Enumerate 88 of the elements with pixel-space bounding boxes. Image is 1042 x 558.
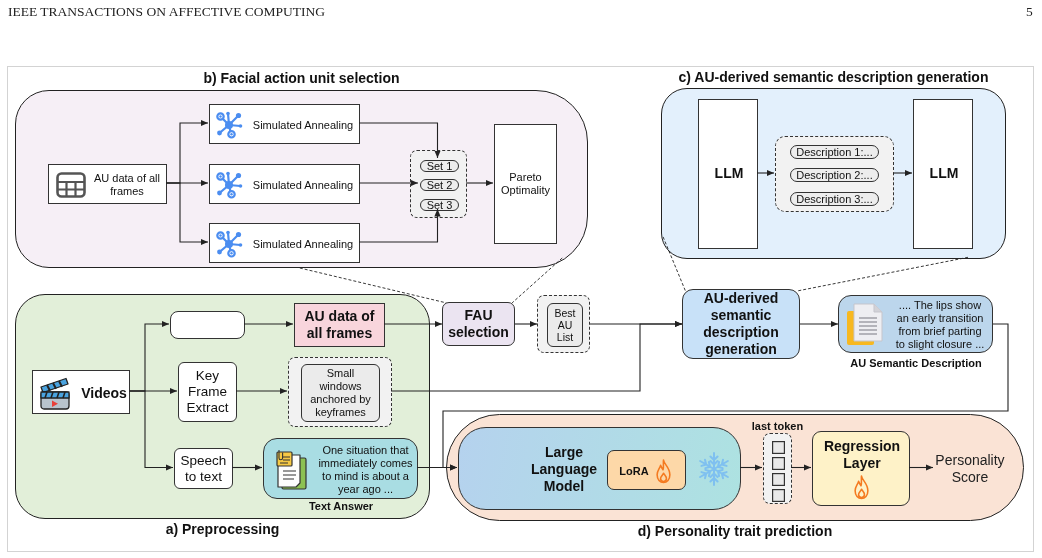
arrow [165,182,209,246]
arrow [358,122,441,159]
arrow [756,169,775,177]
node-label: Small windows anchored by keyframes [309,367,372,419]
node-label: Set 2 [426,179,453,191]
node-label: Videos [81,384,127,402]
dashed-connector [299,267,447,304]
list-box [547,303,583,347]
model-box [698,99,758,249]
node-label: LLM [714,164,744,182]
description-pill [790,192,879,206]
text-answer-card [263,438,418,499]
dashed-connector [796,256,969,292]
model-panel [458,427,741,510]
process-box [209,164,360,204]
arrow [358,208,441,243]
description-pill [790,145,879,159]
arrow [799,320,839,328]
arrow [243,320,294,328]
node-label: Best AU List [553,307,577,343]
set-pill [420,160,459,172]
node-label: AU data of all frames [303,308,376,342]
arrow [908,464,934,471]
section-title: a) Preprocessing [165,521,280,537]
node-label: Text Answer [308,500,374,513]
arrow [892,169,913,177]
node-label: AU data of all frames [92,172,161,198]
output-label: Personality Score [934,450,1006,487]
page-number: 5 [1026,4,1033,20]
model-box [913,99,973,249]
dashed-group [288,357,392,427]
node-label: Pareto Optimality [500,171,551,197]
dashed-group [410,150,467,218]
dashed-connector [511,257,563,304]
process-box [682,289,800,359]
dashed-connector [662,236,686,292]
node-label: Description 3:... [796,193,873,205]
arrow [231,464,263,471]
node-label: Simulated Annealing [252,237,354,251]
node-label: Description 2:... [796,169,873,181]
node-label: Key Frame Extract [185,368,230,416]
arrow [739,464,763,471]
section-title: c) AU-derived semantic description generation [678,69,989,85]
node-label: Speech to text [179,452,228,485]
window-box [301,364,380,422]
node-label: .... The lips show an early transition from brief parting to slight closure ... [894,299,986,351]
node-label: FAU selection [447,307,510,341]
regression-box [812,431,910,506]
data-box [294,303,385,347]
group-title: last token [751,419,804,433]
arrow [235,387,288,395]
arrow [358,179,419,187]
dashed-group [537,295,590,353]
running-header: IEEE TRANSACTIONS ON AFFECTIVE COMPUTING [8,4,325,20]
node-label: Simulated Annealing [252,118,354,132]
arrow [390,320,683,392]
arrow [128,390,174,471]
process-box [209,223,360,263]
node-label: Simulated Annealing [252,178,354,192]
set-pill [420,199,459,211]
arrow [416,464,458,471]
set-pill [420,179,459,191]
node-label: Set 3 [426,199,453,211]
node-label: LLM [929,164,959,182]
node-label: Regression Layer [822,438,902,472]
dashed-group [775,136,894,212]
node-label: AU Semantic Description [850,357,982,370]
adapter-box [607,450,686,490]
node-label: AU-derived semantic description generation [702,290,780,358]
description-card [838,295,993,353]
arrow [465,179,494,187]
arrow [790,464,812,471]
node-label: Set 1 [426,160,453,172]
process-box [32,370,130,414]
section-title: b) Facial action unit selection [203,70,400,86]
process-box [178,362,237,422]
process-box [170,311,245,339]
section-title: d) Personality trait prediction [637,523,833,539]
process-box [494,124,557,244]
node-label: LoRA [619,464,649,478]
description-pill [790,168,879,182]
process-box [48,164,167,204]
node-label: One situation that immediately comes to mind is about a year ago ... [317,443,414,496]
arrow [383,320,443,328]
node-label: Large Language Model [529,444,599,495]
node-label: Description 1:... [796,146,873,158]
arrow [514,320,538,328]
process-box [209,104,360,144]
